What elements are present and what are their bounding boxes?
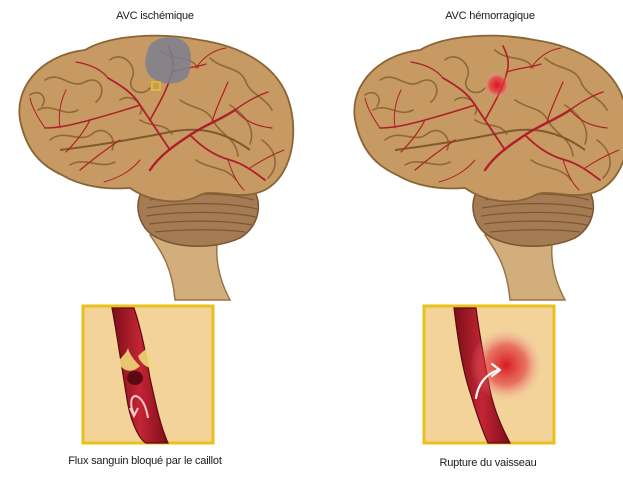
hemorrhage-spot — [484, 72, 510, 98]
blood-clot — [127, 371, 143, 385]
hemorrhage-blob — [470, 329, 542, 401]
caption-ischemic: Flux sanguin bloqué par le caillot — [68, 455, 221, 467]
brain-ischemic — [19, 36, 293, 300]
inset-clot — [83, 306, 213, 443]
inset-rupture — [424, 306, 554, 443]
ischemic-zone — [145, 37, 191, 83]
caption-hemorrhagic: Rupture du vaisseau — [439, 457, 536, 469]
brain-hemorrhagic — [354, 36, 623, 300]
